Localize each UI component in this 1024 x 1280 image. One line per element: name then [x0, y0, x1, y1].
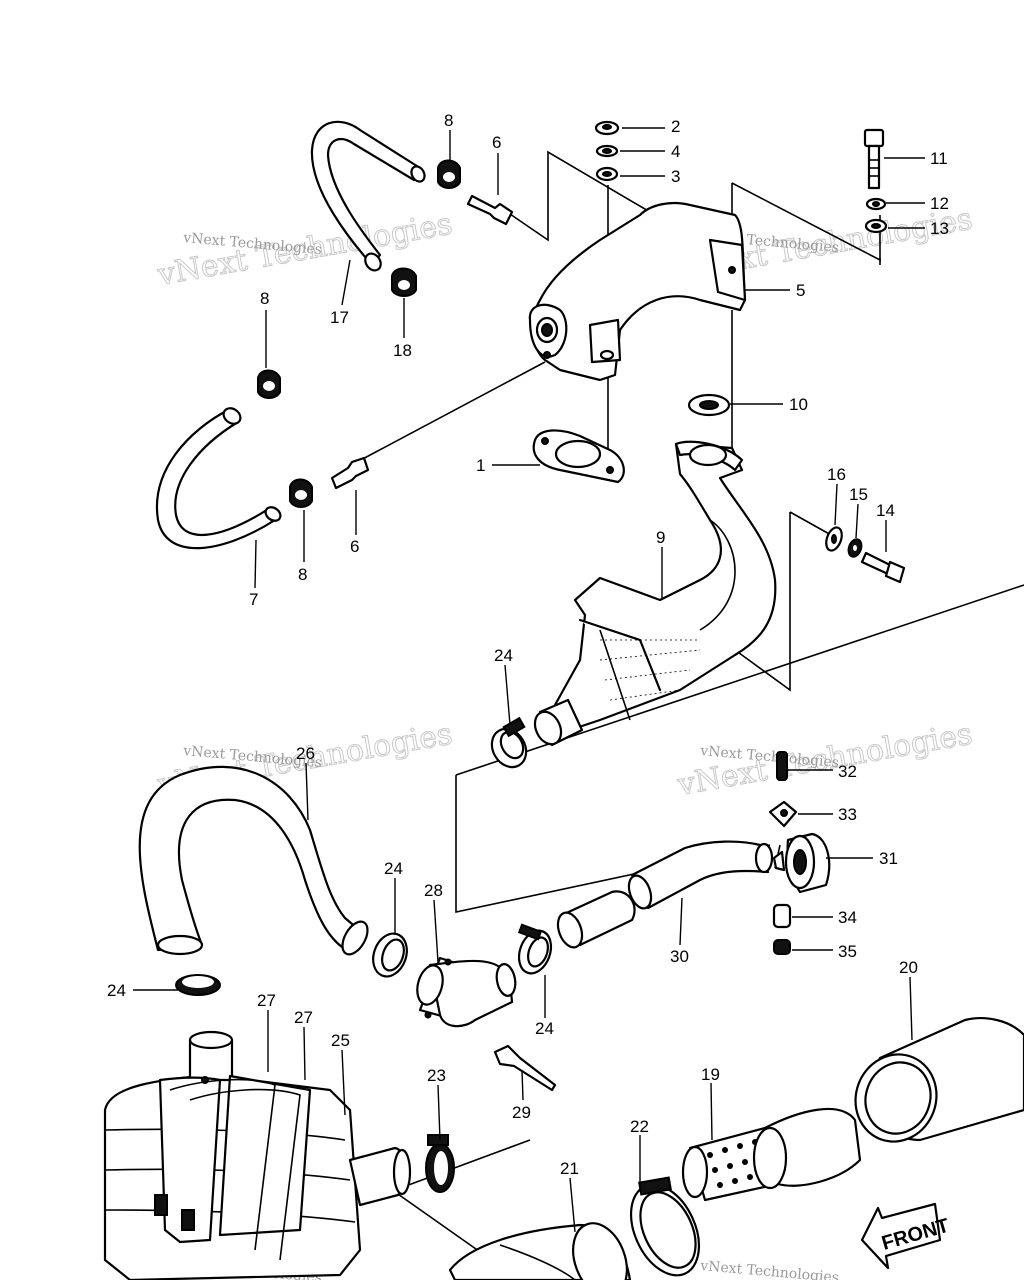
part-1-gasket	[532, 429, 625, 484]
callout-21: 21	[560, 1159, 579, 1178]
callout-6-bottom: 6	[350, 537, 359, 556]
callout-5: 5	[796, 281, 805, 300]
part-19-perforated-tube	[681, 1107, 862, 1202]
part-6-fitting-top	[466, 194, 514, 226]
callout-16: 16	[827, 465, 846, 484]
part-34-sleeve	[772, 903, 792, 929]
part-14-bolt	[860, 551, 906, 584]
part-35-cap	[773, 939, 791, 955]
part-21-boot	[448, 1222, 632, 1280]
callout-19: 19	[701, 1065, 720, 1084]
front-direction-arrow: FRONT	[860, 1202, 952, 1270]
part-28-flange-elbow	[416, 956, 517, 1028]
callout-24-mid: 24	[384, 859, 403, 878]
part-9-outlet-pipe	[533, 698, 584, 747]
part-8-clamp-bottom	[289, 478, 313, 508]
callout-32: 32	[838, 762, 857, 781]
part-30-hose	[556, 840, 774, 949]
callout-27-a: 27	[257, 991, 276, 1010]
leader-lines	[133, 127, 925, 1233]
part-3-washer	[595, 166, 619, 182]
callout-8-top: 8	[444, 111, 453, 130]
callout-17: 17	[330, 308, 349, 327]
callout-23: 23	[427, 1066, 446, 1085]
part-24-clamp-upper	[490, 716, 528, 769]
part-24-clamp-right	[517, 923, 553, 975]
callout-24-left: 24	[107, 981, 126, 1000]
part-27-strap-a	[169, 1078, 276, 1251]
callout-11: 11	[930, 149, 948, 168]
part-24-clamp-left	[175, 974, 221, 996]
part-5-exhaust-manifold	[528, 201, 747, 382]
part-20-tube	[854, 1017, 1024, 1143]
part-15-washer	[847, 538, 863, 558]
part-4-washer	[595, 144, 619, 158]
part-18-clamp	[391, 267, 417, 297]
callout-numbers: 2 4 3 8 6 11 12 13 5 8 17 18 10 1 16 15 …	[107, 111, 949, 1178]
part-8-clamp-top	[437, 159, 461, 189]
part-25-muffler	[103, 1030, 412, 1280]
part-6-fitting-bottom	[330, 456, 370, 490]
part-10-washer	[687, 393, 731, 417]
callout-12: 12	[930, 194, 949, 213]
callout-6-top: 6	[492, 133, 501, 152]
callout-26: 26	[296, 744, 315, 763]
callout-24-upper: 24	[494, 646, 513, 665]
part-22-clamp	[629, 1176, 701, 1277]
callout-31: 31	[879, 849, 898, 868]
part-2-nut	[594, 120, 620, 136]
part-33-nut	[768, 800, 798, 828]
callout-33: 33	[838, 805, 857, 824]
watermark-small-6: vNext Technologies	[699, 1258, 840, 1280]
callout-2: 2	[671, 117, 680, 136]
callout-27-b: 27	[294, 1008, 313, 1027]
callout-20: 20	[899, 958, 918, 977]
part-29-plug	[493, 1044, 557, 1092]
callout-28: 28	[424, 881, 443, 900]
part-17-hose	[310, 120, 426, 272]
part-12-washer	[865, 197, 887, 211]
part-13-washer	[864, 218, 888, 234]
part-9-expansion-chamber	[553, 440, 777, 732]
callout-15: 15	[849, 485, 868, 504]
callout-34: 34	[838, 908, 857, 927]
callout-18: 18	[393, 341, 412, 360]
callout-7: 7	[249, 590, 258, 609]
part-11-bolt	[863, 128, 885, 190]
part-23-clamp	[425, 1134, 455, 1193]
callout-35: 35	[838, 942, 857, 961]
part-8-clamp-left	[257, 369, 281, 399]
callout-1: 1	[476, 456, 485, 475]
callout-14: 14	[876, 501, 895, 520]
callout-25: 25	[331, 1031, 350, 1050]
callout-24-right: 24	[535, 1019, 554, 1038]
part-31-cap	[772, 832, 831, 894]
callout-10: 10	[789, 395, 808, 414]
callout-8-left: 8	[260, 289, 269, 308]
callout-22: 22	[630, 1117, 649, 1136]
part-16-washer	[825, 526, 843, 552]
part-24-clamp-mid	[372, 932, 408, 978]
callout-29: 29	[512, 1103, 531, 1122]
part-26-hose	[138, 765, 369, 956]
part-7-hose	[155, 407, 282, 550]
callout-8-bottom: 8	[298, 565, 307, 584]
callout-3: 3	[671, 167, 680, 186]
callout-4: 4	[671, 142, 680, 161]
part-27-strap-b	[189, 1088, 301, 1261]
callout-13: 13	[930, 219, 949, 238]
callout-9: 9	[656, 528, 665, 547]
part-32-screw	[776, 751, 788, 781]
callout-30: 30	[670, 947, 689, 966]
